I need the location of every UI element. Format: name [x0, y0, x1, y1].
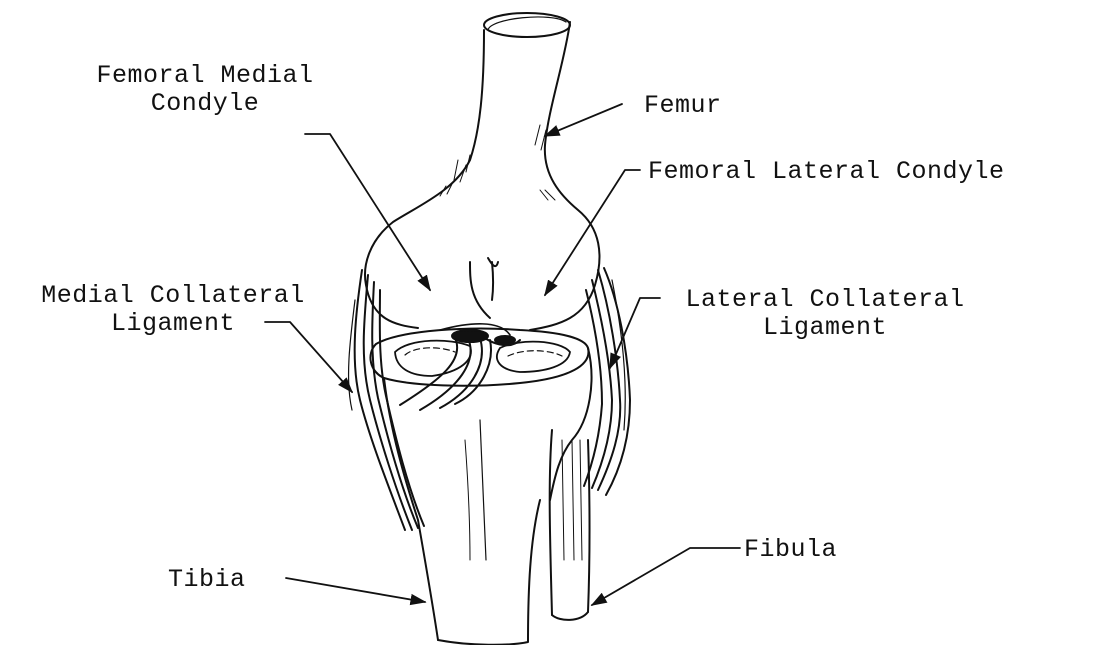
- label-lateral-collateral-ligament: Lateral Collateral Ligament: [660, 286, 990, 342]
- label-medial-collateral-ligament-line1: Medial Collateral: [8, 282, 338, 310]
- label-medial-collateral-ligament-line2: Ligament: [8, 310, 338, 338]
- label-femoral-medial-condyle-line1: Femoral Medial: [70, 62, 340, 90]
- label-femur-text: Femur: [644, 92, 722, 120]
- label-lateral-collateral-ligament-line1: Lateral Collateral: [660, 286, 990, 314]
- femur-shape: [365, 13, 599, 330]
- label-medial-collateral-ligament: Medial Collateral Ligament: [8, 282, 338, 338]
- label-femoral-medial-condyle: Femoral Medial Condyle: [70, 62, 340, 118]
- tibial-plateau: [370, 324, 588, 410]
- label-femoral-lateral-condyle-text: Femoral Lateral Condyle: [648, 158, 1005, 186]
- label-fibula-text: Fibula: [744, 536, 837, 564]
- label-tibia-text: Tibia: [168, 566, 246, 594]
- label-femoral-lateral-condyle: Femoral Lateral Condyle: [648, 158, 1005, 186]
- fibula-shape: [550, 430, 590, 620]
- label-lateral-collateral-ligament-line2: Ligament: [660, 314, 990, 342]
- label-tibia: Tibia: [168, 566, 246, 594]
- label-fibula: Fibula: [744, 536, 837, 564]
- label-femoral-medial-condyle-line2: Condyle: [70, 90, 340, 118]
- label-femur: Femur: [644, 92, 722, 120]
- medial-collateral-ligament-shape: [349, 270, 424, 530]
